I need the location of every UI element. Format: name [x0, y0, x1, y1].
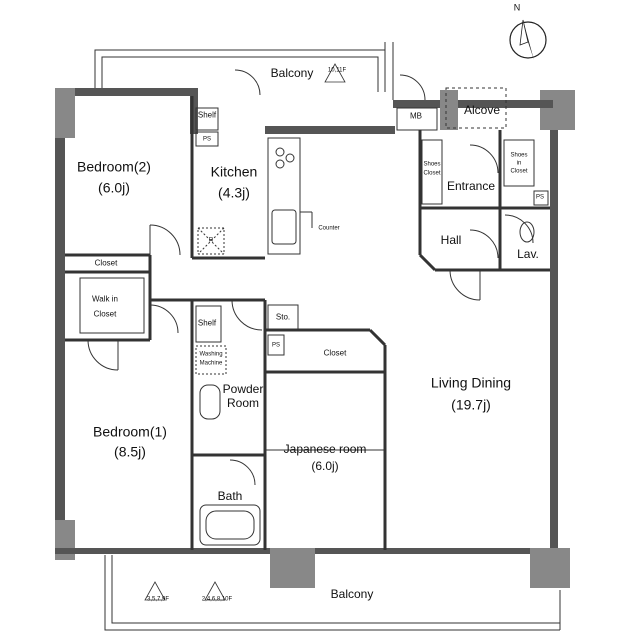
washing-machine-line1: Washing — [199, 351, 223, 358]
top-balcony-outline — [94, 42, 394, 100]
floor-mark-bottom-right: 2,4,6,8,10F — [201, 596, 233, 603]
counter-label: Counter — [318, 225, 340, 232]
japanese-ps-label: PS — [271, 342, 281, 349]
shoes-closet-left-line1: Shoes — [423, 161, 441, 168]
bottom-balcony-outline — [104, 555, 561, 631]
fridge-mark: R — [208, 237, 214, 244]
balcony-bottom-label: Balcony — [330, 586, 374, 601]
bath-label: Bath — [217, 488, 243, 503]
entrance-label: Entrance — [446, 178, 496, 193]
bedroom2-name: Bedroom(2) — [77, 158, 151, 175]
compass-north-label: N — [513, 2, 521, 13]
floor-mark-triangle-icon — [144, 581, 166, 601]
living-dining-size: (19.7j) — [451, 396, 491, 413]
bedroom2-closet-label: Closet — [94, 258, 118, 268]
powder-room-line2: Room — [226, 395, 260, 410]
balcony-top-label: Balcony — [270, 65, 314, 80]
hall-label: Hall — [440, 232, 462, 247]
compass-icon — [509, 19, 547, 60]
kitchen-shelf-label: Shelf — [197, 110, 217, 120]
fixtures — [79, 87, 549, 546]
japanese-room-name: Japanese room — [283, 441, 367, 456]
kitchen-ps-label: PS — [202, 136, 212, 143]
floor-mark-triangle-icon — [324, 63, 346, 83]
floor-mark-bottom-left: 3,5,7,9F — [146, 596, 170, 603]
lav-label: Lav. — [517, 246, 539, 261]
floor-mark-triangle-icon — [204, 581, 226, 601]
kitchen-size: (4.3j) — [218, 184, 250, 201]
walk-in-closet-line2: Closet — [93, 309, 117, 319]
alcove-label: Alcove — [463, 102, 501, 117]
bedroom2-size: (6.0j) — [98, 179, 130, 196]
shoes-closet-right-line3: Closet — [510, 168, 528, 175]
bedroom1-size: (8.5j) — [114, 443, 146, 460]
lav-ps-label: PS — [535, 194, 545, 201]
floor-mark-top: 10,11F — [327, 67, 347, 74]
door-swings — [87, 69, 534, 486]
mb-label: MB — [410, 111, 422, 121]
shoes-closet-left-line2: Closet — [423, 170, 441, 177]
kitchen-name: Kitchen — [210, 163, 258, 180]
powder-room-line1: Powder — [222, 381, 264, 396]
japanese-room-size: (6.0j) — [311, 458, 339, 473]
living-dining-name: Living Dining — [430, 374, 512, 391]
japanese-closet-label: Closet — [323, 348, 347, 358]
exterior-walls — [55, 88, 575, 588]
shoes-closet-right-line1: Shoes — [510, 152, 528, 159]
bedroom1-name: Bedroom(1) — [93, 423, 167, 440]
powder-shelf-label: Shelf — [197, 318, 217, 328]
washing-machine-line2: Machine — [199, 360, 223, 367]
walk-in-closet-line1: Walk in — [92, 294, 118, 304]
shoes-closet-right-line2: in — [516, 160, 522, 167]
sto-label: Sto. — [275, 312, 291, 322]
